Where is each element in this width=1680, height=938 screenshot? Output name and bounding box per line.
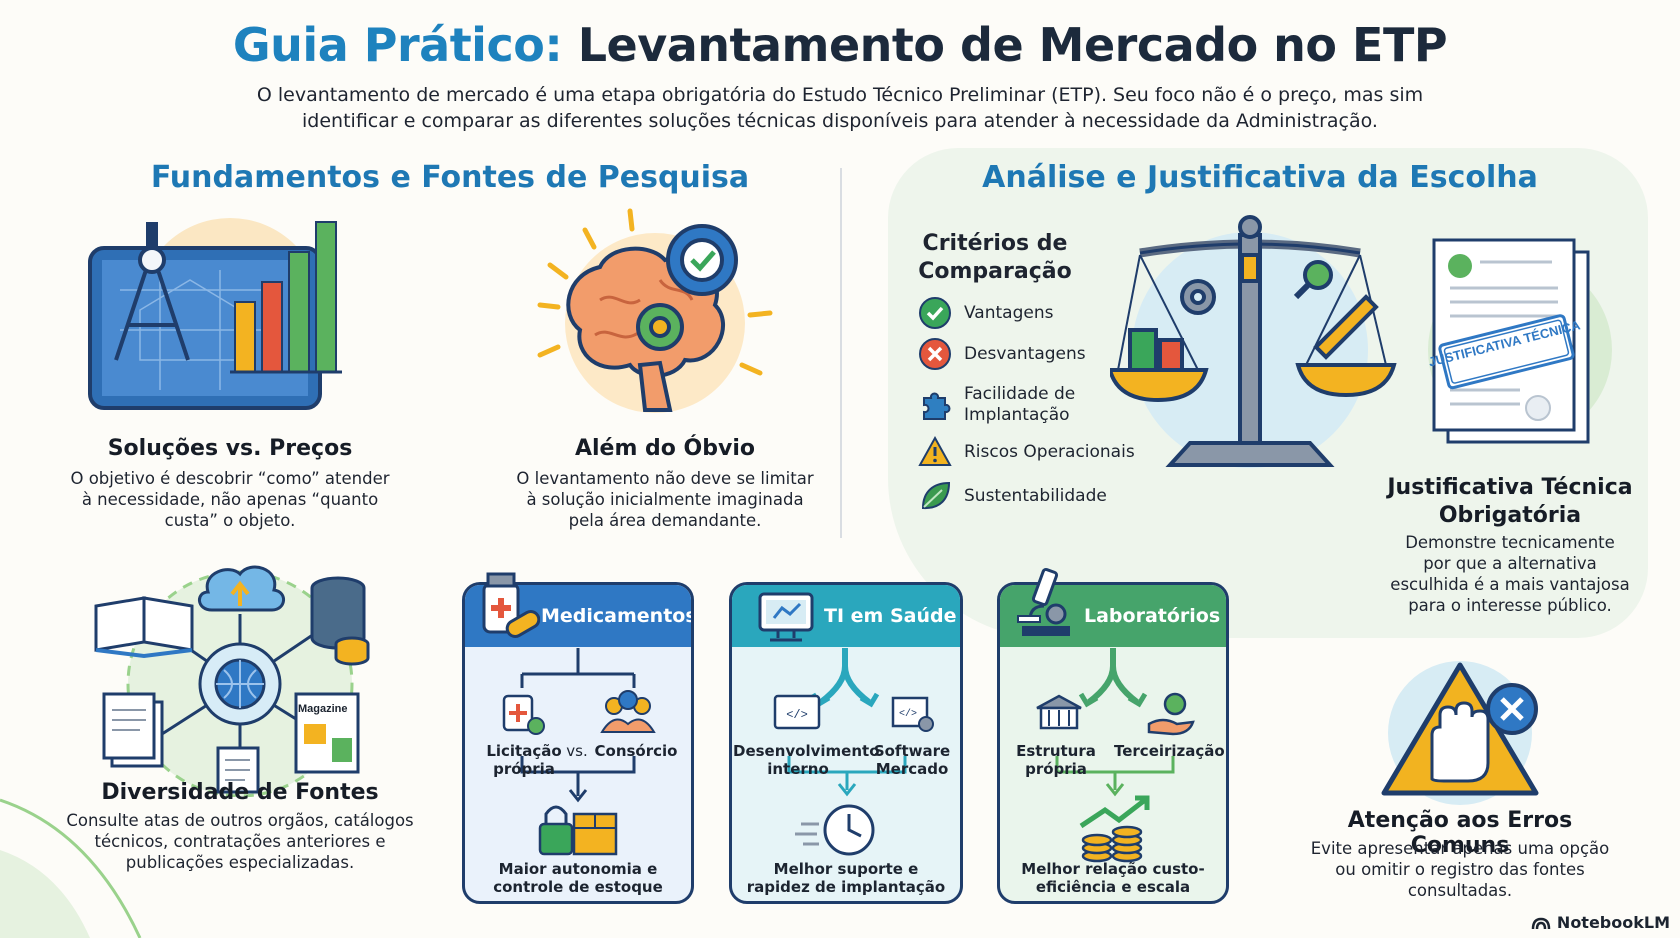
- section-divider: [840, 168, 842, 538]
- feature-desc-solucoes: O objetivo é descobrir “como” atender à …: [70, 469, 390, 530]
- card-diagram-medicamentos: [502, 648, 656, 856]
- feature-title-justificativa: Justificativa Técnica Obrigatória: [1387, 475, 1633, 528]
- balance-scale-icon: [1110, 215, 1397, 468]
- criteria-item-desvantagens: Desvantagens: [918, 337, 1158, 371]
- card-outcome-laboratorios: Melhor relação custo-eficiência e escala: [1021, 860, 1205, 896]
- decorative-swoosh: [0, 798, 142, 938]
- card-diagram-laboratorios: [1036, 648, 1195, 863]
- criteria-item-vantagens: Vantagens: [918, 296, 1158, 330]
- card-option-a-laboratorios: Estrutura própria: [1016, 742, 1096, 778]
- stop-hand-warning-icon: [1381, 661, 1539, 805]
- x-circle-icon: [919, 338, 951, 370]
- card-diagram-ti-saude: </> </>: [773, 648, 934, 856]
- feature-desc-obvio: O levantamento não deve se limitar à sol…: [516, 469, 814, 530]
- card-header-medicamentos: Medicamentos: [465, 585, 691, 647]
- feature-title-solucoes: Soluções vs. Preços: [107, 436, 353, 461]
- card-vs-medicamentos: vs.: [566, 742, 588, 760]
- sources-network-icon: Magazine: [94, 565, 370, 797]
- feature-desc-fontes: Consulte atas de outros orgãos, catálogo…: [66, 811, 414, 872]
- brain-gears-icon: [537, 208, 773, 413]
- document-stamp-icon: JUSTIFICATIVA TÉCNICA: [1427, 238, 1612, 444]
- computer-monitor-icon: [758, 592, 814, 642]
- blueprint-chart-icon: [88, 218, 342, 410]
- svg-text:</>: </>: [786, 708, 808, 722]
- feature-title-fontes: Diversidade de Fontes: [101, 780, 379, 805]
- leaf-icon: [921, 481, 951, 510]
- svg-text:</>: </>: [899, 708, 917, 720]
- card-option-b-laboratorios: Terceirização: [1114, 742, 1225, 760]
- criteria-item-sustentabilidade: Sustentabilidade: [918, 479, 1158, 513]
- criteria-item-riscos: Riscos Operacionais: [918, 435, 1158, 469]
- card-option-b-medicamentos: Consórcio: [594, 742, 678, 760]
- card-option-a-ti-saude: Desenvolvimento interno: [733, 742, 880, 778]
- medicine-bottle-icon: [482, 572, 540, 638]
- magazine-label: Magazine: [298, 703, 348, 715]
- card-outcome-ti-saude: Melhor suporte e rapidez de implantação: [746, 860, 946, 896]
- card-option-a-medicamentos: Licitação própria: [486, 742, 562, 778]
- feature-desc-justificativa: Demonstre tecnicamente por que a alterna…: [1390, 533, 1630, 615]
- card-outcome-medicamentos: Maior autonomia e controle de estoque: [493, 860, 663, 896]
- feature-title-erros: Atenção aos Erros Comuns: [1347, 808, 1573, 858]
- criteria-item-facilidade: Facilidade de Implantação: [918, 384, 1158, 426]
- puzzle-icon: [923, 392, 951, 420]
- microscope-icon: [1017, 567, 1070, 636]
- feature-desc-erros: Evite apresentar apenas uma opção ou omi…: [1310, 839, 1610, 900]
- card-header-laboratorios: Laboratórios: [1000, 585, 1226, 647]
- section-title-fundamentos: Fundamentos e Fontes de Pesquisa: [150, 160, 750, 195]
- intro-text: O levantamento de mercado é uma etapa ob…: [256, 84, 1424, 132]
- warning-icon: [918, 435, 952, 466]
- feature-title-obvio: Além do Óbvio: [574, 436, 756, 461]
- criteria-title: Critérios de Comparação: [918, 231, 1072, 284]
- check-circle-icon: [919, 297, 951, 329]
- page-title: Guia Prático: Levantamento de Mercado no…: [232, 18, 1448, 72]
- card-option-b-ti-saude: Software Mercado: [873, 742, 951, 778]
- notebooklm-logo-icon: [1531, 917, 1551, 929]
- section-title-analise: Análise e Justificativa da Escolha: [982, 160, 1538, 195]
- brand-notebooklm: NotebookLM: [1531, 913, 1670, 932]
